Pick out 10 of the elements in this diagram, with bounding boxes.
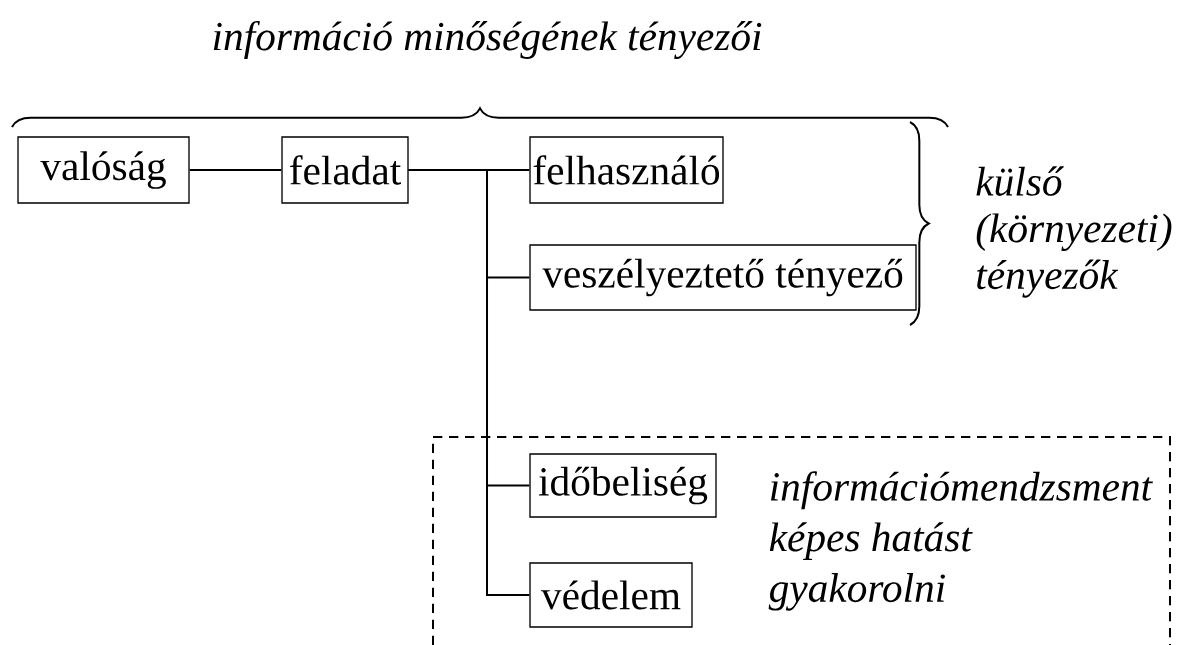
text-box: védelem (529, 562, 693, 628)
text-box: időbeliség (529, 453, 717, 518)
brace-label: külső (környezeti) tényezők (976, 166, 1172, 298)
text-box: veszélyeztető tényező (529, 244, 917, 311)
text-box: valóság (17, 136, 190, 204)
connector-line (407, 169, 531, 596)
brace-label: információ minőségének tényezői (213, 20, 762, 60)
connector-line (188, 169, 283, 171)
text-box: felhasználó (529, 136, 724, 204)
text-box: feladat (281, 136, 409, 204)
